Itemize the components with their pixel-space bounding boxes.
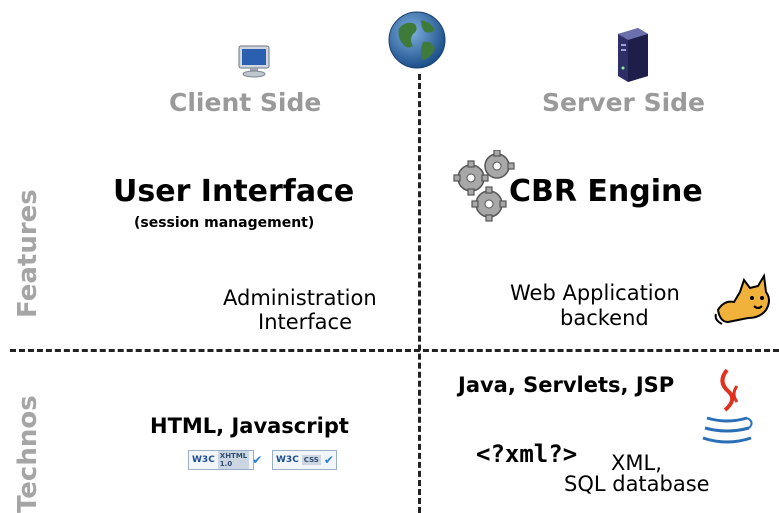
cbr-engine-title: CBR Engine bbox=[509, 174, 703, 209]
server-side-title: Server Side bbox=[542, 88, 706, 117]
globe-icon bbox=[388, 11, 446, 69]
css-valid-badge: W3C CSS ✔ bbox=[272, 450, 337, 470]
java-icon bbox=[702, 368, 753, 444]
horizontal-divider bbox=[10, 349, 779, 352]
user-interface-title: User Interface bbox=[113, 174, 355, 209]
w3c-logo: W3C bbox=[276, 455, 299, 465]
features-row-label: Features bbox=[13, 189, 43, 318]
client-side-title: Client Side bbox=[169, 88, 322, 117]
monitor-icon bbox=[238, 45, 270, 78]
badge-label: XHTML 1.0 bbox=[217, 451, 250, 469]
interface-label: Interface bbox=[258, 310, 353, 334]
backend-label: backend bbox=[560, 306, 649, 330]
session-management-subtitle: (session management) bbox=[134, 215, 315, 231]
xml-tag: <?xml?> bbox=[476, 440, 578, 468]
html-javascript-label: HTML, Javascript bbox=[150, 414, 349, 438]
sql-database-label: SQL database bbox=[564, 472, 710, 496]
web-application-label: Web Application bbox=[510, 281, 680, 305]
check-icon: ✔ bbox=[252, 453, 263, 467]
badge-label: CSS bbox=[301, 455, 321, 465]
w3c-logo: W3C bbox=[192, 455, 215, 465]
check-icon: ✔ bbox=[323, 453, 334, 467]
vertical-divider bbox=[418, 74, 421, 513]
java-servlets-jsp-label: Java, Servlets, JSP bbox=[458, 373, 675, 397]
xml-label: XML, bbox=[611, 451, 662, 475]
gears-icon bbox=[453, 150, 515, 222]
xhtml-valid-badge: W3C XHTML 1.0 ✔ bbox=[188, 450, 262, 470]
administration-label: Administration bbox=[223, 286, 377, 310]
tomcat-icon bbox=[714, 273, 770, 325]
technos-row-label: Technos bbox=[13, 395, 43, 513]
server-icon bbox=[618, 28, 648, 82]
